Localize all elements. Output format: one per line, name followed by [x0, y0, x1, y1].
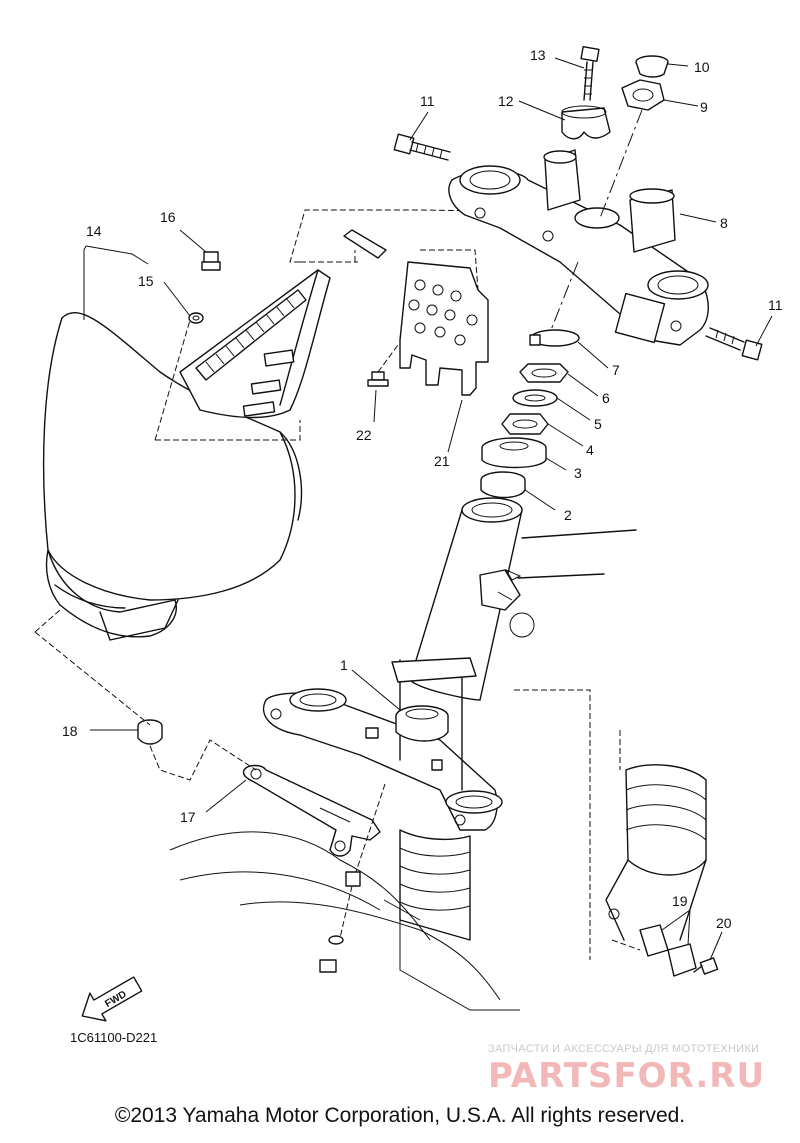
upper-bracket-part-8 — [448, 149, 709, 346]
bearing-part-2 — [480, 471, 526, 499]
callout-4: 4 — [586, 442, 594, 458]
lock-washer-part-7 — [529, 329, 580, 347]
watermark-logo: PARTSFOR.RU — [488, 1056, 766, 1096]
watermark-tagline: ЗАПЧАСТИ И АКСЕССУАРЫ ДЛЯ МОТОТЕХНИКИ — [488, 1043, 760, 1055]
callout-labels: 1 2 3 4 5 6 7 8 9 10 11 11 12 13 14 15 1… — [62, 47, 783, 931]
callout-15: 15 — [138, 273, 154, 289]
bolt-part-11-right — [705, 327, 763, 361]
callout-7: 7 — [612, 362, 620, 378]
callout-11-right: 11 — [768, 297, 783, 313]
fork-boot — [399, 764, 707, 941]
callout-9: 9 — [700, 99, 708, 115]
cap-part-10 — [635, 55, 669, 78]
callout-11-left: 11 — [420, 93, 435, 109]
callout-16: 16 — [160, 209, 176, 225]
copyright-notice: ©2013 Yamaha Motor Corporation, U.S.A. A… — [114, 1104, 686, 1127]
clamp-part-19 — [608, 908, 697, 977]
callout-21: 21 — [434, 453, 450, 469]
callout-2: 2 — [564, 507, 572, 523]
bolt-part-16 — [201, 251, 221, 271]
bearing-part-1 — [395, 705, 449, 742]
callout-leaders — [83, 57, 773, 961]
handlebar-holder-part-12 — [561, 105, 611, 140]
bolt-part-11-left — [393, 133, 451, 161]
callout-20: 20 — [716, 915, 732, 931]
callout-19: 19 — [672, 893, 688, 909]
grommet-part-15 — [188, 312, 204, 324]
grommet-part-18 — [137, 719, 163, 745]
callout-13: 13 — [530, 47, 546, 63]
cover-part-3 — [481, 437, 547, 469]
diagram-code: 1C61100-D221 — [70, 1030, 157, 1045]
fork-tube — [409, 497, 637, 701]
callout-22: 22 — [356, 427, 372, 443]
callout-3: 3 — [574, 465, 582, 481]
headlight-cover-part-14 — [42, 269, 331, 641]
bolt-part-22 — [367, 371, 389, 387]
callout-14: 14 — [86, 223, 102, 239]
callout-6: 6 — [602, 390, 610, 406]
ring-nut-part-6 — [519, 363, 569, 383]
callout-5: 5 — [594, 416, 602, 432]
rubber-washer-part-5 — [512, 389, 558, 407]
ribbed-strip — [195, 289, 307, 381]
under-bracket — [262, 657, 503, 831]
callout-12: 12 — [498, 93, 514, 109]
bolt-part-20 — [693, 957, 719, 975]
callout-10: 10 — [694, 59, 710, 75]
callout-17: 17 — [180, 809, 196, 825]
callout-8: 8 — [720, 215, 728, 231]
hose-guide-part-17 — [242, 764, 381, 857]
callout-18: 18 — [62, 723, 78, 739]
nut-part-9 — [621, 79, 665, 111]
ring-nut-part-4 — [501, 413, 549, 435]
forward-arrow-icon: FWD — [81, 976, 143, 1022]
screw-lower — [319, 783, 386, 973]
callout-1: 1 — [340, 657, 348, 673]
headlight-bracket-part-21 — [343, 229, 489, 396]
bolt-part-13 — [580, 46, 600, 101]
